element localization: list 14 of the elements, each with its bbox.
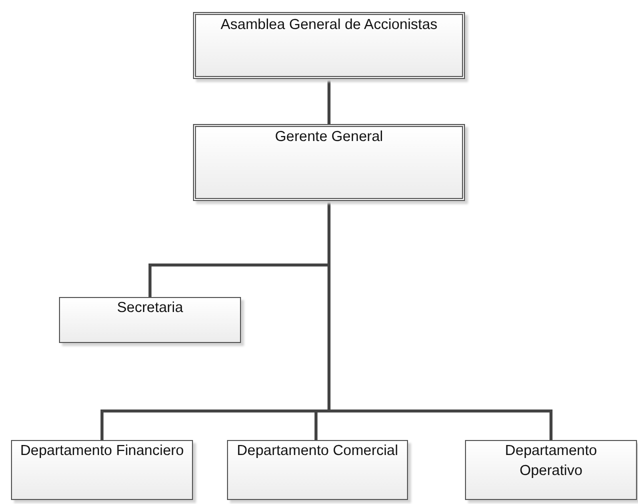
connector-line <box>328 201 552 440</box>
org-box <box>11 440 193 500</box>
org-box <box>465 440 637 500</box>
role-title: Departamento Financiero <box>20 442 184 461</box>
role-title: Gerente General <box>274 128 383 147</box>
org-box <box>227 440 408 500</box>
role-title: Secretaria <box>116 299 184 318</box>
connector-line <box>328 79 330 124</box>
org-box <box>59 297 241 343</box>
org-box <box>193 124 465 201</box>
role-title: Departamento Comercial <box>236 442 398 461</box>
role-title: Asamblea General de Accionistas <box>220 16 438 35</box>
role-title: Departamento Operativo <box>504 442 598 481</box>
org-box <box>193 12 465 79</box>
